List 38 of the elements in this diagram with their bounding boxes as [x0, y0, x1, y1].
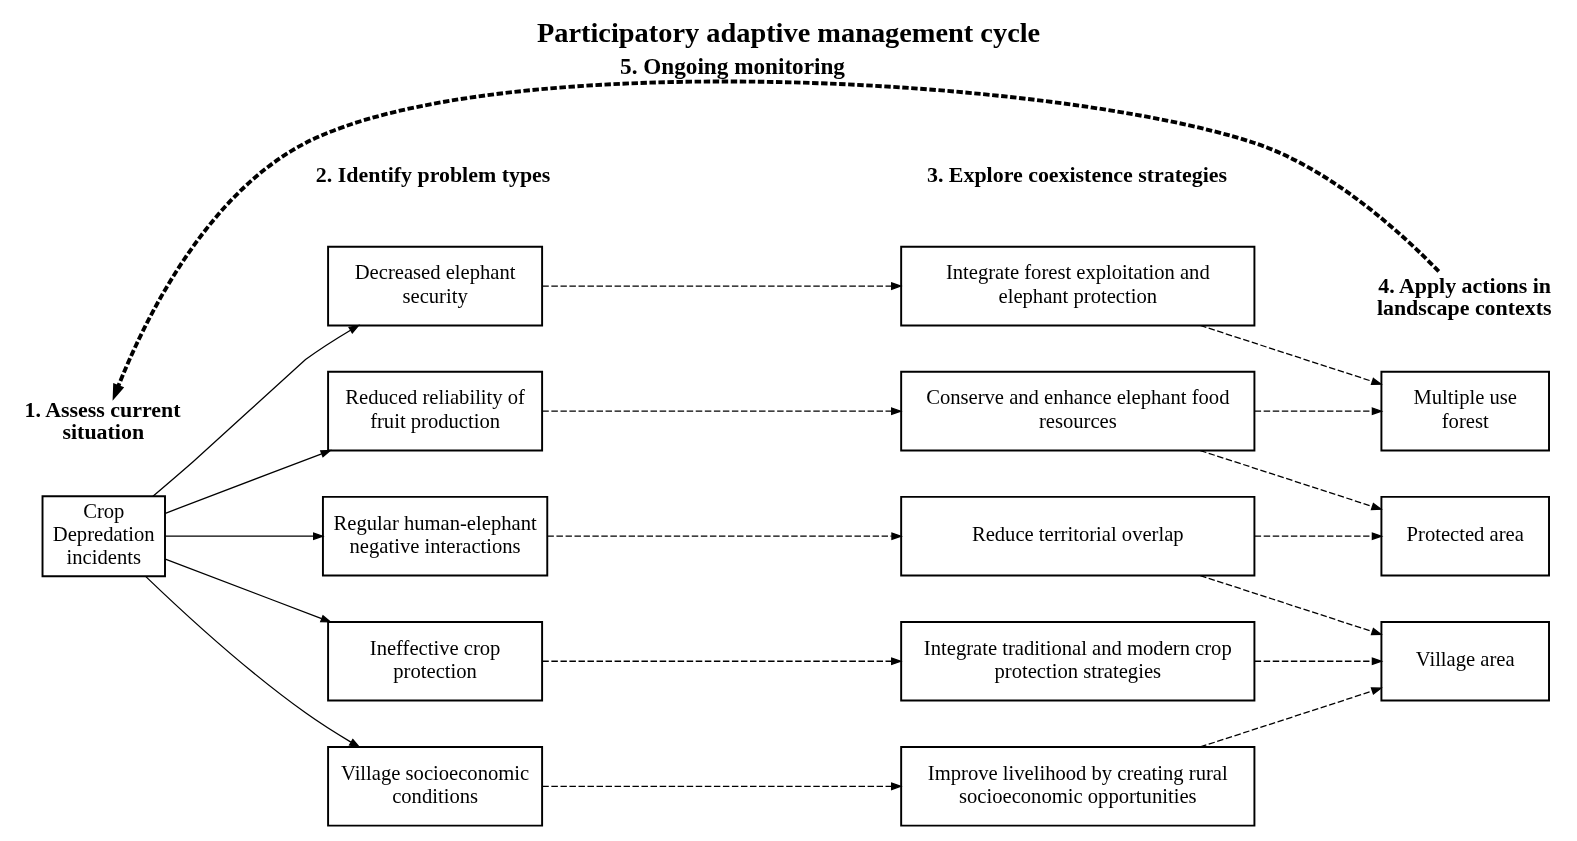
arrow [1253, 532, 1383, 541]
node-box: Crop Depredation incidents [41, 495, 166, 578]
node-box: Regular human-elephant negative interactions [321, 495, 548, 577]
node-box: Village area [1379, 621, 1550, 702]
node-text: 1. Assess current situation [23, 397, 180, 444]
node-box: Ineffective crop protection [326, 621, 543, 702]
arrow [541, 657, 903, 666]
node-box: Decreased elephant security [326, 245, 543, 327]
edge-label: 5. Ongoing monitoring [619, 52, 845, 79]
node-box: Village socioeconomic conditions [326, 746, 543, 827]
arrow [541, 782, 903, 791]
node-box: Improve livelihood by creating rural socioeconomic opportunities [899, 746, 1255, 827]
node-box: Reduce territorial overlap [899, 495, 1255, 577]
diagram-title: Participatory adaptive management cycle [536, 16, 1040, 48]
arrow [1199, 687, 1383, 748]
arrow [112, 79, 1440, 401]
node-box: Reduced reliability of fruit production [326, 370, 543, 452]
arrow [546, 532, 903, 541]
arrow [541, 282, 903, 291]
arrow [164, 449, 332, 514]
arrow [1253, 407, 1383, 416]
node-box: Conserve and enhance elephant food resources [899, 370, 1255, 452]
node-text: 4. Apply actions in landscape contexts [1376, 273, 1552, 321]
arrow [1199, 574, 1383, 636]
arrow [144, 575, 361, 748]
arrow [164, 532, 325, 541]
label: 2. Identify problem types [315, 161, 550, 187]
arrow [1253, 657, 1383, 666]
node-box: Protected area [1379, 495, 1550, 577]
label: 3. Explore coexistence strategies [926, 161, 1227, 187]
node-box: Integrate traditional and modern crop protection strategies [899, 621, 1255, 702]
arrow [164, 558, 332, 623]
node-box: Integrate forest exploitation and elephant protection [899, 245, 1255, 327]
arrow [151, 324, 360, 497]
arrow [1199, 324, 1383, 386]
arrow [1199, 449, 1383, 511]
arrow [541, 407, 903, 416]
node-box: Multiple use forest [1379, 370, 1550, 452]
